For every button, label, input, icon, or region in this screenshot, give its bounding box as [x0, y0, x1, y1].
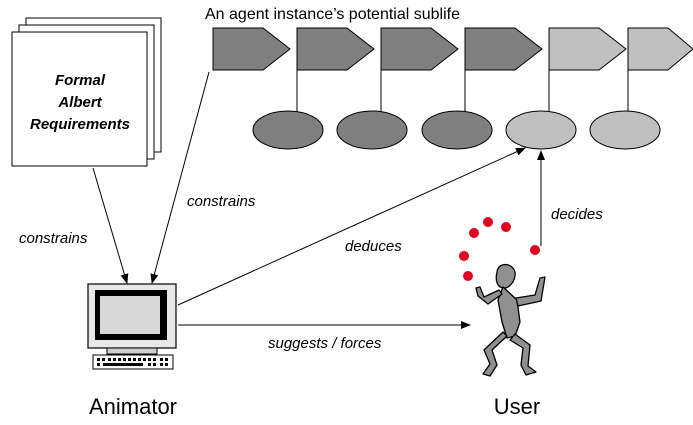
state-flag-6: [627, 27, 693, 71]
ellipse-2: [336, 110, 408, 150]
state-ellipses: [252, 110, 661, 150]
ellipse-3: [421, 110, 493, 150]
label-constrains-doc: constrains: [19, 230, 88, 247]
label-deduces: deduces: [345, 238, 402, 255]
ellipse-5: [589, 110, 661, 150]
arrow-doc-to-animator: [92, 167, 129, 284]
document-line-2: Albert: [57, 94, 102, 111]
requirements-document: Formal Albert Requirements: [11, 17, 162, 167]
ellipse-4: [505, 110, 577, 150]
arrow-flag-to-animator: [150, 71, 210, 284]
label-animator: Animator: [89, 394, 177, 419]
state-flag-5: [548, 27, 627, 71]
state-connectors: [296, 70, 629, 112]
arrows: [92, 71, 545, 329]
ellipse-1: [252, 110, 324, 150]
label-user: User: [494, 394, 540, 419]
juggler-icon: [459, 217, 546, 377]
state-flag-3: [380, 27, 459, 71]
state-flag-4: [464, 27, 543, 71]
label-decides: decides: [551, 206, 603, 223]
label-suggests: suggests / forces: [268, 335, 382, 352]
document-line-1: Formal: [55, 72, 106, 89]
sublife-states: [212, 27, 693, 71]
document-page-front: [11, 31, 148, 167]
diagram-title: An agent instance’s potential sublife: [205, 6, 460, 23]
arrow-deduces: [177, 147, 526, 306]
document-line-3: Requirements: [30, 116, 130, 133]
state-flag-2: [296, 27, 375, 71]
juggling-balls: [459, 217, 540, 281]
label-constrains-top: constrains: [187, 193, 256, 210]
state-flag-1: [212, 27, 291, 71]
computer-icon: [87, 283, 177, 370]
